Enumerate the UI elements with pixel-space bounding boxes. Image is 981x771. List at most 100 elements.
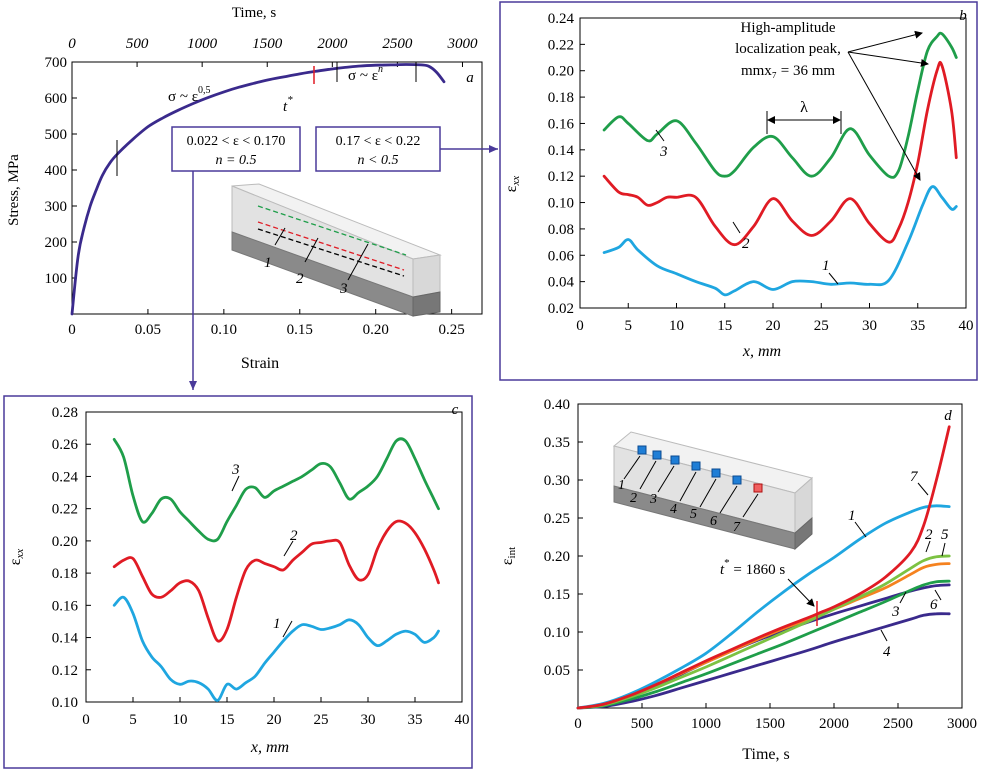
b-leader-1 (828, 272, 839, 285)
inset-d-label-3: 3 (649, 492, 657, 507)
panel-d-y-label: 0.15 (544, 587, 570, 603)
panel-b-y-label: 0.10 (548, 196, 574, 212)
panel-d-x-label: 0 (574, 716, 582, 732)
regime-box-1-line-1: 0.022 < ε < 0.170 (187, 134, 286, 149)
d-curve-label-7: 7 (910, 469, 919, 485)
panel-c-x-label: 15 (220, 712, 235, 728)
panel-c-x-label: 20 (267, 712, 282, 728)
panel-a-y-label: 400 (45, 163, 68, 179)
c-curve-label-2: 2 (290, 528, 298, 544)
panel-d-x-label: 1000 (691, 716, 721, 732)
d-curve-label-1: 1 (848, 508, 856, 524)
panel-a-x-label: 0.10 (211, 322, 237, 338)
panel-c-y-label: 0.14 (52, 631, 79, 647)
panel-a-y-label: 600 (45, 91, 68, 107)
panel-a-x-label: 0.05 (135, 322, 161, 338)
panel-c-y-label: 0.24 (52, 469, 79, 485)
panel-b-x-label: 0 (576, 318, 584, 334)
panel-a-letter: a (466, 70, 474, 86)
inset-d-label-5: 5 (690, 507, 697, 522)
b-curve-label-2: 2 (742, 236, 750, 252)
panel-c-x-label: 30 (361, 712, 376, 728)
panel-b-y-label: 0.22 (548, 37, 574, 53)
panel-d-x-label: 2500 (883, 716, 913, 732)
panel-d-y-label: 0.30 (544, 473, 570, 489)
panel-d-y-label: 0.25 (544, 511, 570, 527)
sensor-2 (652, 450, 662, 460)
panel-c-x-label: 35 (408, 712, 423, 728)
panel-c-x-label: 25 (314, 712, 329, 728)
b-leader-3 (655, 129, 665, 142)
panel-b-y-label: 0.18 (548, 90, 574, 106)
panel-a-x-label: 0.15 (287, 322, 313, 338)
panel-c-y-label: 0.22 (52, 502, 78, 518)
sensor-5 (711, 468, 721, 478)
c-leader-3 (231, 475, 240, 492)
panel-d-y-label: 0.10 (544, 625, 570, 641)
panel-b-y-label: 0.12 (548, 169, 574, 185)
regime-box-2-line-1: 0.17 < ε < 0.22 (336, 134, 421, 149)
panel-c-y-label: 0.18 (52, 566, 78, 582)
panel-b-x-label: 20 (766, 318, 781, 334)
panel-a-frame (71, 61, 483, 315)
panel-a-top-label: 500 (126, 36, 149, 52)
panel-d-curves (576, 425, 951, 710)
panel-a-top-label: 3000 (446, 36, 478, 52)
panel-a-top-label: 1500 (252, 36, 283, 52)
panel-c-y-label: 0.26 (52, 437, 79, 453)
inset-d-label-6: 6 (710, 514, 717, 529)
panel-d-y-ticks: 0.050.100.150.200.250.300.350.40 (544, 397, 583, 679)
c-curve-label-3: 3 (231, 462, 240, 478)
specimen-inset-d (612, 431, 814, 551)
panel-c-x-label: 5 (129, 712, 137, 728)
panel-b-letter: b (959, 8, 967, 24)
panel-c-y-axis-label: εxx (7, 549, 26, 566)
b-curve-1 (602, 185, 958, 297)
panel-d-x-axis-label: Time, s (742, 746, 789, 763)
panel-d-y-axis-label: εint (499, 547, 518, 565)
panel-a-x-axis-label: Strain (241, 355, 279, 372)
panel-d-x-label: 500 (631, 716, 654, 732)
specimen-inset-a (231, 183, 442, 317)
inset-d-label-2: 2 (630, 491, 637, 506)
regime-box-1-line-2: n = 0.5 (216, 153, 257, 168)
tstar-label-d: t* = 1860 s (720, 557, 785, 578)
tstar-label-a: t* (283, 94, 293, 115)
d-leader-6 (934, 589, 942, 601)
regime-box-2 (315, 126, 441, 172)
sensor-7 (753, 483, 763, 493)
panel-b-y-label: 0.16 (548, 116, 575, 132)
d-curve-1 (576, 504, 951, 710)
inset-d-label-1: 1 (618, 478, 625, 493)
panel-a-y-label: 700 (45, 55, 68, 71)
d-leader-2 (925, 540, 931, 553)
c-curve-1 (112, 595, 440, 702)
panel-b-border (499, 1, 978, 381)
b-leader-2 (732, 221, 741, 234)
panel-d-x-label: 3000 (947, 716, 977, 732)
annotation-line-1: High-amplitude (741, 20, 836, 36)
panel-b-x-label: 5 (625, 318, 633, 334)
panel-c-letter: c (452, 402, 459, 418)
d-curve-label-2: 2 (925, 527, 933, 543)
panel-b-y-label: 0.14 (548, 143, 575, 159)
panel-a-x-label: 0 (68, 322, 76, 338)
inset-a-label-2: 2 (296, 271, 304, 287)
panel-c-x-label: 10 (173, 712, 188, 728)
c-leader-1 (282, 620, 293, 638)
panel-d-letter: d (944, 408, 952, 424)
d-curve-label-5: 5 (941, 527, 949, 543)
d-curve-4 (576, 612, 951, 710)
d-curve-label-4: 4 (883, 644, 891, 660)
panel-a-x-label: 0.20 (363, 322, 389, 338)
panel-c-y-label: 0.20 (52, 534, 78, 550)
inset-a-label-1: 1 (264, 255, 272, 271)
panel-c-y-label: 0.28 (52, 405, 78, 421)
regime-box-1 (171, 126, 301, 172)
panel-c-curves (112, 437, 440, 702)
